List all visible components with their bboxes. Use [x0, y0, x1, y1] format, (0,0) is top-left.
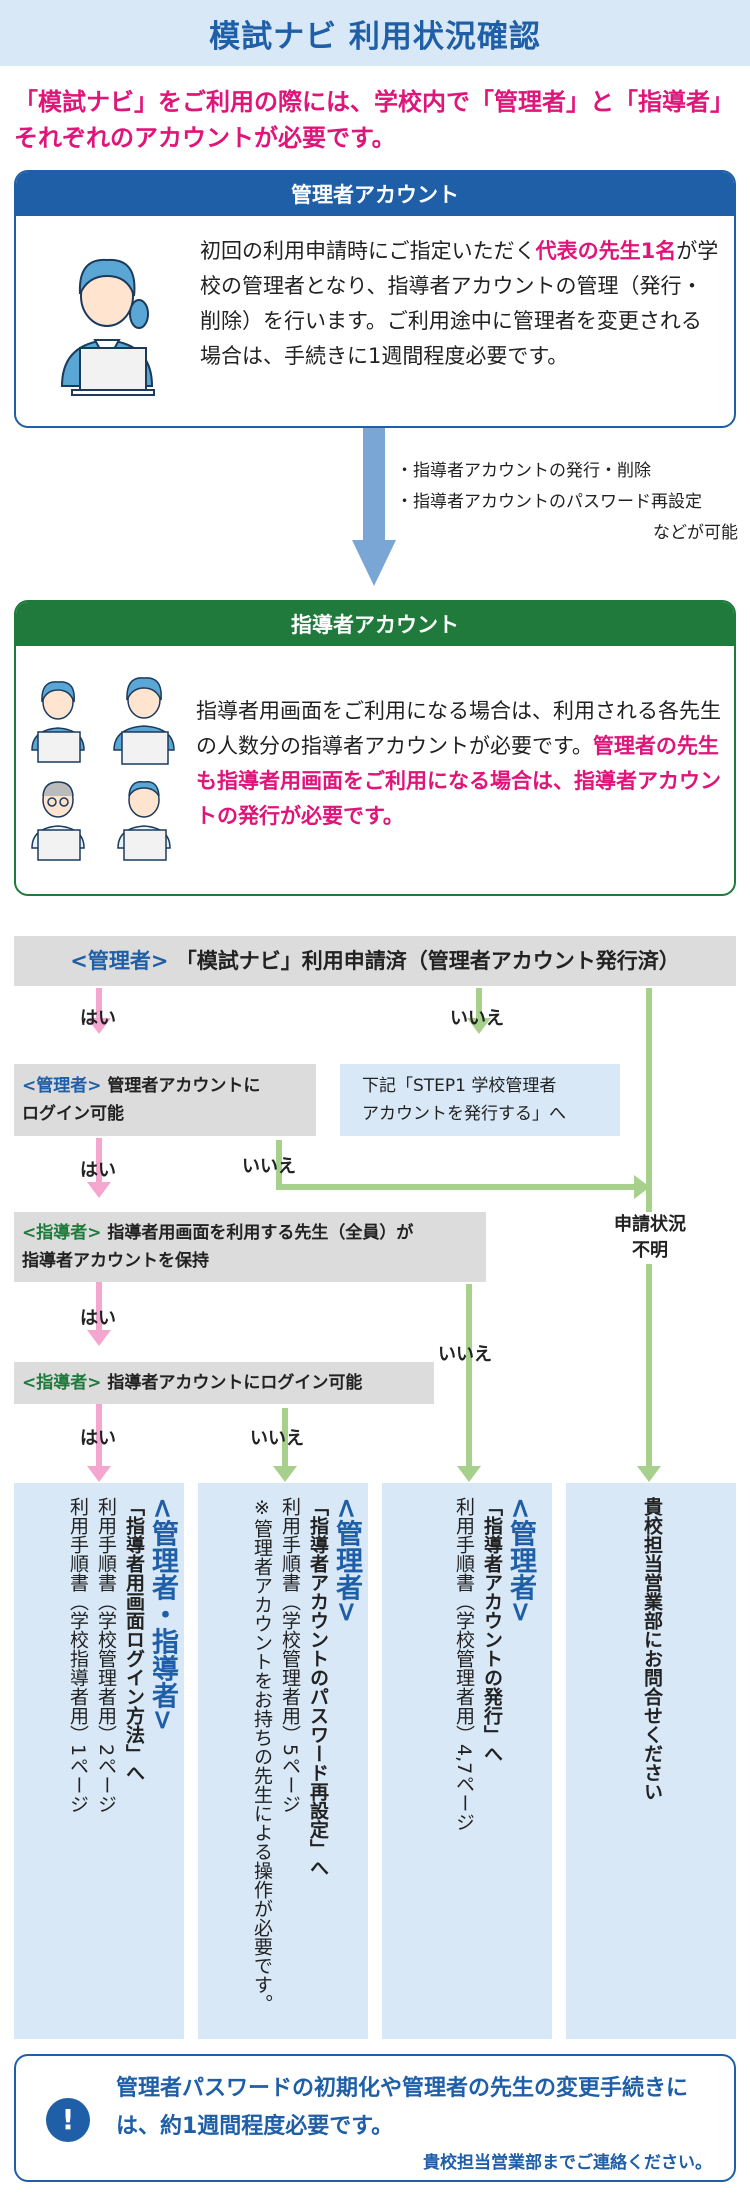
teacher-card-text: 指導者用画面をご利用になる場合は、利用される各先生の人数分の指導者アカウントが必… — [196, 694, 726, 834]
teacher-card-heading: 指導者アカウント — [16, 602, 734, 646]
q4-text: 指導者アカウントにログイン可能 — [107, 1373, 363, 1393]
result-3-content: <管理者> 「指導者アカウントの発行」へ 利用手順書（学校管理者用）4,7ページ — [450, 1497, 536, 1832]
teacher-text-highlight: 管理者の先生も指導者用画面をご利用になる場合は、指導者アカウントの発行が必要です… — [196, 734, 721, 828]
result-column-2: <管理者> 「指導者アカウントのパスワード再設定」へ 利用手順書（学校管理者用）… — [198, 1483, 368, 2039]
q4-tag: <指導者> — [22, 1373, 102, 1393]
admin-teacher-illustration-icon — [60, 258, 155, 396]
flow-question-4: <指導者> 指導者アカウントにログイン可能 — [14, 1362, 434, 1404]
flow-no-3: いいえ — [438, 1344, 492, 1365]
teachers-group-illustration-icon — [31, 677, 175, 861]
result-1-line-1: 「指導者用画面ログイン方法」へ — [123, 1497, 145, 1782]
flow-yes-1: はい — [80, 1008, 116, 1029]
flow-no-1: いいえ — [450, 1008, 504, 1029]
teacher-text-a: 指導者用画面をご利用になる場合は、利用される各先生の人数分の指導者アカウントが必… — [196, 699, 721, 758]
q3-text-a: 指導者用画面を利用する先生（全員）が — [107, 1223, 414, 1243]
result-2-line-2: 利用手順書（学校管理者用）5ページ — [279, 1497, 301, 1814]
down-arrow-icon — [352, 428, 396, 586]
intro-line-2: それぞれのアカウントが必要です。 — [14, 124, 396, 152]
result-column-1: <管理者・指導者> 「指導者用画面ログイン方法」へ 利用手順書（学校管理者用）2… — [14, 1483, 184, 2039]
result-2-title: <管理者> — [331, 1497, 362, 1624]
intro-text: 「模試ナビ」をご利用の際には、学校内で「管理者」と「指導者」 それぞれのアカウン… — [14, 84, 744, 156]
step1-line-2: アカウントを発行する」へ — [362, 1104, 566, 1124]
flow-question-2: <管理者> 管理者アカウントに ログイン可能 — [14, 1064, 316, 1136]
result-2-line-3: ※管理者アカウントをお持ちの先生による操作が必要です。 — [251, 1497, 273, 2013]
q3-text-b: 指導者アカウントを保持 — [22, 1251, 209, 1271]
admin-card-heading: 管理者アカウント — [16, 172, 734, 216]
result-column-4: 貴校担当営業部にお問合せください — [566, 1483, 736, 2039]
status-unknown-label: 申請状況 不明 — [608, 1212, 692, 1264]
step1-box: 下記「STEP1 学校管理者 アカウントを発行する」へ — [340, 1064, 620, 1136]
admin-card-text: 初回の利用申請時にご指定いただく代表の先生1名が学校の管理者となり、指導者アカウ… — [200, 234, 722, 374]
flow-no-4: いいえ — [250, 1428, 304, 1449]
admin-account-card: 管理者アカウント 初回の利用申請時にご指定いただく代表の先生1名が学校の管理者と… — [14, 170, 736, 428]
title-banner: 模試ナビ 利用状況確認 — [0, 0, 750, 66]
flow-yes-3: はい — [80, 1308, 116, 1329]
notice-sub-text: 貴校担当営業部までご連絡ください。 — [423, 2153, 712, 2173]
flow-question-1: <管理者> 「模試ナビ」利用申請済（管理者アカウント発行済） — [14, 936, 736, 986]
intro-line-1: 「模試ナビ」をご利用の際には、学校内で「管理者」と「指導者」 — [14, 88, 734, 116]
q2-text-a: 管理者アカウントに — [107, 1076, 261, 1096]
ability-item-1: ・指導者アカウントの発行・削除 — [396, 461, 651, 481]
result-1-content: <管理者・指導者> 「指導者用画面ログイン方法」へ 利用手順書（学校管理者用）2… — [64, 1497, 178, 1814]
exclamation-icon: ! — [46, 2098, 90, 2142]
flow-question-3: <指導者> 指導者用画面を利用する先生（全員）が 指導者アカウントを保持 — [14, 1212, 486, 1282]
unknown-line-2: 不明 — [632, 1240, 668, 1261]
result-3-line-1: 「指導者アカウントの発行」へ — [481, 1497, 503, 1763]
admin-text-a: 初回の利用申請時にご指定いただく — [200, 239, 536, 263]
q2-tag: <管理者> — [22, 1076, 102, 1096]
q1-tag: <管理者> — [70, 949, 169, 973]
result-1-title: <管理者・指導者> — [147, 1497, 178, 1732]
q1-text: 「模試ナビ」利用申請済（管理者アカウント発行済） — [175, 949, 680, 973]
flow-yes-4: はい — [80, 1428, 116, 1449]
admin-abilities-list: ・指導者アカウントの発行・削除 ・指導者アカウントのパスワード再設定 などが可能 — [396, 456, 738, 549]
result-2-line-1: 「指導者アカウントのパスワード再設定」へ — [307, 1497, 329, 1877]
q3-tag: <指導者> — [22, 1223, 102, 1243]
unknown-line-1: 申請状況 — [614, 1214, 686, 1235]
admin-text-b: が学校の管理者となり、指導者アカウントの管理（発行・削除）を行います。ご利用途中… — [200, 239, 719, 368]
admin-text-highlight: 代表の先生1名 — [535, 239, 677, 263]
ability-item-2: ・指導者アカウントのパスワード再設定 — [396, 492, 702, 512]
result-3-line-2: 利用手順書（学校管理者用）4,7ページ — [453, 1497, 475, 1832]
result-column-3: <管理者> 「指導者アカウントの発行」へ 利用手順書（学校管理者用）4,7ページ — [382, 1483, 552, 2039]
ability-item-3: などが可能 — [653, 523, 738, 543]
result-4-line-1: 貴校担当営業部にお問合せください — [641, 1497, 663, 1801]
result-2-content: <管理者> 「指導者アカウントのパスワード再設定」へ 利用手順書（学校管理者用）… — [248, 1497, 362, 2013]
q2-text-b: ログイン可能 — [22, 1104, 124, 1124]
notice-main-text: 管理者パスワードの初期化や管理者の先生の変更手続きには、約1週間程度必要です。 — [116, 2076, 689, 2139]
page-title: 模試ナビ 利用状況確認 — [209, 18, 541, 55]
step1-line-1: 下記「STEP1 学校管理者 — [362, 1076, 557, 1096]
flow-no-2: いいえ — [242, 1156, 296, 1177]
notice-box: ! 管理者パスワードの初期化や管理者の先生の変更手続きには、約1週間程度必要です… — [14, 2054, 736, 2182]
teacher-account-card: 指導者アカウント 指導者用画面をご利用にな — [14, 600, 736, 896]
flow-yes-2: はい — [80, 1160, 116, 1181]
result-1-line-2: 利用手順書（学校管理者用）2ページ — [95, 1497, 117, 1814]
result-3-title: <管理者> — [505, 1497, 536, 1624]
result-1-line-3: 利用手順書（学校指導者用）1ページ — [67, 1497, 89, 1814]
